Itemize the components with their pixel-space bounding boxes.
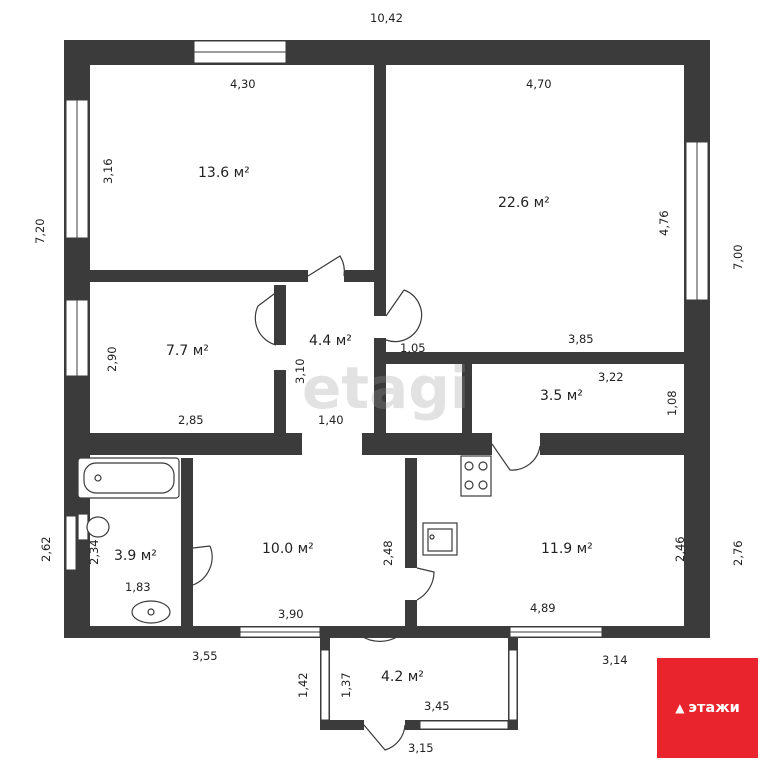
dim-porch-bottom-width: 3,15 — [408, 741, 434, 755]
dim-top-right-lower-width: 3,85 — [568, 332, 594, 346]
dim-top-left-width: 4,30 — [230, 77, 256, 91]
room-area-top-left: 13.6 м² — [198, 165, 250, 181]
dim-top-right-height: 4,76 — [657, 210, 671, 236]
etazhi-logo: ▲ этажи — [657, 658, 758, 758]
kitchen-sink-icon — [422, 522, 458, 556]
dim-overall-width: 10,42 — [370, 11, 403, 25]
watermark-text: etagi — [302, 354, 470, 422]
dim-right-lower-height: 2,76 — [731, 540, 745, 566]
room-area-bathroom: 3.9 м² — [114, 548, 157, 564]
doors — [192, 255, 541, 751]
dim-porch-width: 3,45 — [424, 699, 450, 713]
dim-top-right-width: 4,70 — [526, 77, 552, 91]
dim-bottom-left-width: 3,55 — [192, 649, 218, 663]
dim-bath-inner-height: 2,34 — [87, 539, 101, 565]
logo-text: этажи — [688, 700, 740, 716]
room-area-storage: 3.5 м² — [540, 388, 583, 404]
room-area-top-right: 22.6 м² — [498, 195, 550, 211]
dim-storage-height: 1,08 — [665, 390, 679, 416]
dim-kitchen-height: 2,46 — [673, 536, 687, 562]
room-area-porch: 4.2 м² — [381, 669, 424, 685]
dim-central-width: 3,90 — [278, 607, 304, 621]
dim-bottom-right-width: 3,14 — [602, 653, 628, 667]
room-area-central: 10.0 м² — [262, 541, 314, 557]
dim-porch-outer-height: 1,42 — [296, 672, 310, 698]
room-area-middle-left: 7.7 м² — [166, 343, 209, 359]
dim-left-height: 7,20 — [33, 218, 47, 244]
bathtub-icon — [77, 457, 180, 499]
dim-hall-small: 1,05 — [400, 341, 426, 355]
toilet-icon — [77, 513, 110, 541]
dim-bath-width: 1,83 — [125, 580, 151, 594]
horizontal-dimensions: 10,42 4,30 4,70 3,85 1,05 2,85 1,40 3,22… — [125, 11, 628, 755]
room-area-hall: 4.4 м² — [309, 333, 352, 349]
dim-porch-inner-height: 1,37 — [339, 672, 353, 698]
stove-icon — [460, 455, 492, 497]
fixtures — [77, 455, 492, 624]
dim-kitchen-width: 4,89 — [530, 601, 556, 615]
dim-storage-width: 3,22 — [598, 370, 624, 384]
dim-right-height: 7,00 — [731, 244, 745, 270]
dim-hall-height: 3,10 — [293, 358, 307, 384]
vertical-dimensions: 7,20 3,16 4,76 7,00 2,90 3,10 1,08 2,62 … — [33, 158, 745, 698]
dim-mid-left-width: 2,85 — [178, 413, 204, 427]
dim-top-left-height: 3,16 — [101, 158, 115, 184]
room-area-kitchen: 11.9 м² — [541, 541, 593, 557]
dim-mid-left-height: 2,90 — [105, 346, 119, 372]
dim-hall-width: 1,40 — [318, 413, 344, 427]
dim-bath-outer-height: 2,62 — [39, 536, 53, 562]
dim-central-height: 2,48 — [381, 540, 395, 566]
room-area-labels: 13.6 м² 22.6 м² 7.7 м² 4.4 м² 3.5 м² 3.9… — [114, 165, 593, 685]
sink-icon — [131, 600, 171, 624]
logo-mark-icon: ▲ — [675, 701, 685, 715]
windows — [65, 40, 709, 730]
